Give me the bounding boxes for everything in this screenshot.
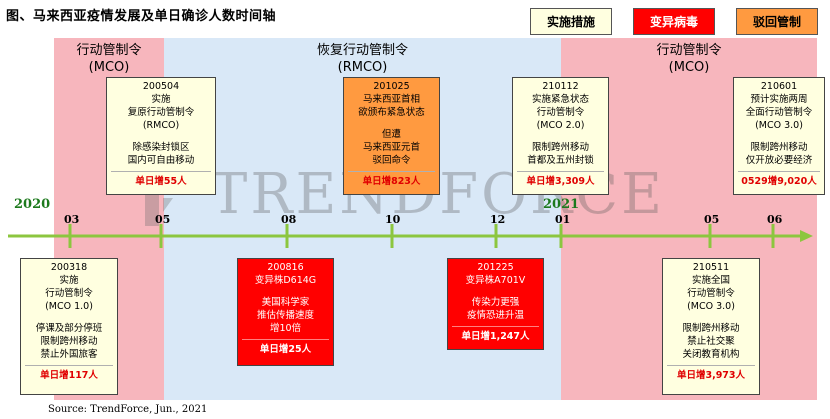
month-label: 03 xyxy=(64,213,80,226)
event-card-200816: 200816 变异株D614G 美国科学家 推估传播速度 增10倍 单日增25人 xyxy=(237,258,334,366)
month-label: 08 xyxy=(281,213,297,226)
event-card-201025: 201025 马来西亚首相 欲颁布紧急状态 但遭 马来西亚元首 驳回命令 单日增… xyxy=(343,77,440,195)
month-label: 06 xyxy=(767,213,783,226)
phase-label-mco-2: 行动管制令(MCO) xyxy=(656,43,722,75)
legend-variant: 变异病毒 xyxy=(633,8,715,35)
event-card-210112: 210112 实施紧急状态 行动管制令 (MCO 2.0) 限制跨州移动 首都及… xyxy=(512,77,609,195)
legend-rejected: 驳回管制 xyxy=(736,8,818,35)
phase-label-mco-1: 行动管制令(MCO) xyxy=(76,43,142,75)
year-2021-label: 2021 xyxy=(543,197,580,212)
month-label: 05 xyxy=(704,213,720,226)
year-2020-label: 2020 xyxy=(14,197,51,212)
page-title: 图、马来西亚疫情发展及单日确诊人数时间轴 xyxy=(6,9,277,24)
month-label: 10 xyxy=(385,213,401,226)
event-card-210511: 210511 实施全国 行动管制令 (MCO 3.0) 限制跨州移动 禁止社交聚… xyxy=(662,258,760,395)
event-card-201225: 201225 变异株A701V 传染力更强 疫情恐进升温 单日增1,247人 xyxy=(447,258,544,350)
event-card-210601: 210601 预计实施两周 全面行动管制令 (MCO 3.0) 限制跨州移动 仅… xyxy=(733,77,825,195)
event-card-200318: 200318 实施 行动管制令 (MCO 1.0) 停课及部分停班 限制跨州移动… xyxy=(20,258,118,395)
source-note: Source: TrendForce, Jun., 2021 xyxy=(48,404,208,415)
month-label: 12 xyxy=(490,213,506,226)
legend-measures: 实施措施 xyxy=(530,8,612,35)
month-label: 01 xyxy=(555,213,571,226)
month-label: 05 xyxy=(155,213,171,226)
timeline-axis xyxy=(8,224,813,248)
phase-label-rmco: 恢复行动管制令(RMCO) xyxy=(316,43,408,75)
event-card-200504: 200504 实施 复原行动管制令 (RMCO) 除感染封锁区 国内可自由移动 … xyxy=(106,77,216,195)
